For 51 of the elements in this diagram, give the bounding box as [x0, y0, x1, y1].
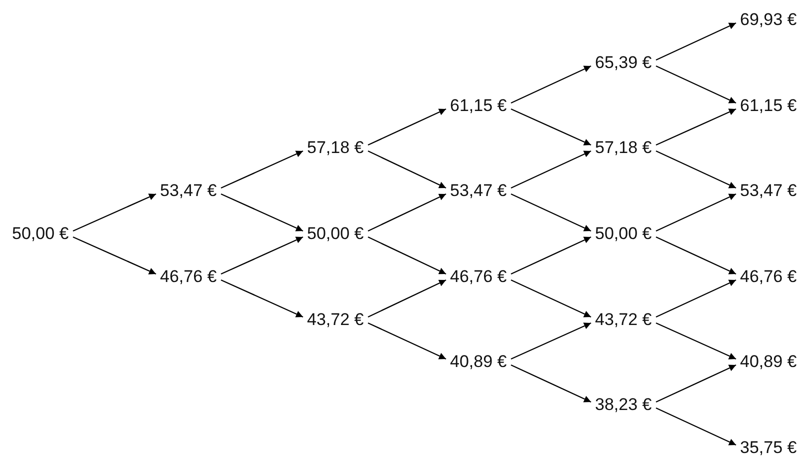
arrow [510, 364, 592, 403]
arrow [510, 193, 592, 232]
arrow [368, 108, 446, 146]
arrow [510, 150, 592, 189]
arrow [220, 150, 304, 189]
arrow [656, 407, 736, 446]
arrow [368, 193, 446, 232]
price-label: 61,15 € [740, 94, 797, 117]
price-label: 50,00 € [307, 223, 364, 245]
arrow [72, 236, 156, 275]
arrow [656, 236, 736, 275]
arrow [656, 108, 736, 146]
arrow [656, 65, 736, 104]
price-label: 46,76 € [160, 266, 217, 288]
price-label: 53,47 € [740, 180, 797, 202]
price-label: 53,47 € [450, 180, 507, 202]
arrow [656, 364, 736, 403]
arrow [510, 322, 592, 360]
price-label: 50,00 € [12, 223, 69, 245]
price-label: 38,23 € [595, 394, 652, 416]
arrow [220, 193, 304, 232]
arrow [656, 279, 736, 318]
arrow [368, 236, 446, 275]
price-label: 40,89 € [450, 351, 507, 374]
price-label: 43,72 € [307, 308, 364, 331]
arrow [656, 150, 736, 189]
price-label: 46,76 € [450, 266, 507, 288]
arrow [72, 193, 156, 232]
price-label: 53,47 € [160, 180, 217, 202]
arrow [510, 108, 592, 146]
price-label: 65,39 € [595, 52, 652, 74]
arrow [656, 22, 736, 61]
price-label: 35,75 € [740, 437, 797, 459]
arrow [510, 279, 592, 318]
price-label: 46,76 € [740, 266, 797, 288]
arrow [656, 193, 736, 232]
price-label: 40,89 € [740, 351, 797, 374]
arrow [368, 150, 446, 189]
price-label: 57,18 € [307, 137, 364, 160]
price-label: 50,00 € [595, 223, 652, 245]
price-label: 57,18 € [595, 137, 652, 160]
arrow [656, 322, 736, 360]
price-label: 69,93 € [740, 9, 797, 31]
arrow [220, 279, 304, 318]
arrow [368, 322, 446, 360]
arrow [510, 65, 592, 104]
arrow [220, 236, 304, 275]
price-label: 43,72 € [595, 308, 652, 331]
arrow [510, 236, 592, 275]
arrow [368, 279, 446, 318]
price-label: 61,15 € [450, 94, 507, 117]
